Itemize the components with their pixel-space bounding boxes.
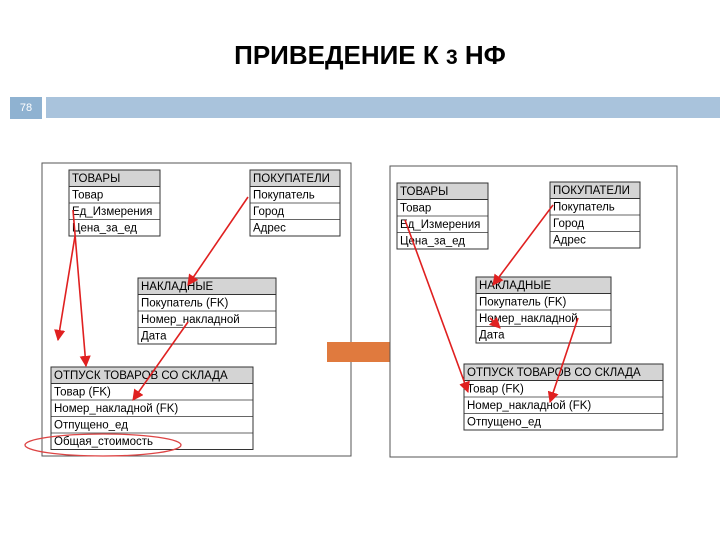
table-field: Адрес — [253, 223, 286, 235]
table-field: Покупатель — [253, 190, 315, 202]
after-relationship-arrows — [404, 204, 579, 404]
table-field: Покупатель — [553, 202, 615, 214]
table-title: ТОВАРЫ — [400, 186, 448, 198]
header-bar — [46, 97, 720, 118]
table-field: Дата — [141, 331, 167, 343]
title-suffix: НФ — [457, 40, 506, 70]
table-field: Номер_накладной (FK) — [54, 403, 178, 415]
table-title: НАКЛАДНЫЕ — [141, 281, 214, 293]
table-field: Ед_Измерения — [72, 206, 152, 218]
table-title: ОТПУСК ТОВАРОВ СО СКЛАДА — [54, 370, 228, 382]
slide-title: ПРИВЕДЕНИЕ К 3 НФ — [0, 40, 720, 71]
table-field: Ед_Измерения — [400, 219, 480, 231]
table-field: Покупатель (FK) — [141, 298, 229, 310]
arrow-tovary-to-otpusk-after — [404, 219, 470, 394]
arrow-nakladnye-to-otpusk-after — [547, 317, 579, 404]
title-number: 3 — [445, 46, 458, 69]
table-title: ПОКУПАТЕЛИ — [553, 185, 630, 197]
table-field: Товар — [72, 190, 103, 202]
table-field: Товар (FK) — [54, 387, 111, 399]
table-field: Покупатель (FK) — [479, 297, 567, 309]
table-field: Цена_за_ед — [400, 236, 465, 248]
table-field: Отпущено_ед — [54, 420, 128, 432]
arrow-pokupateli-to-nakladnye-after — [492, 204, 554, 286]
table-field: Номер_накладной (FK) — [467, 400, 591, 412]
arrow-nakladnye-to-otpusk — [132, 321, 189, 401]
arrow-pokupateli-to-nakladnye — [187, 196, 249, 286]
table-field: Товар — [400, 203, 431, 215]
table-field: Общая_стоимость — [54, 436, 153, 448]
table-field: Адрес — [553, 235, 586, 247]
table-field: Дата — [479, 330, 505, 342]
arrow-tovary-to-otpusk — [72, 209, 91, 368]
table-title: НАКЛАДНЫЕ — [479, 280, 552, 292]
slide-number: 78 — [10, 97, 42, 119]
entity-table: НАКЛАДНЫЕ Покупатель (FK) Номер_накладнойД… — [137, 277, 277, 345]
table-title: ТОВАРЫ — [72, 173, 120, 185]
removed-field-highlight — [24, 433, 182, 457]
arrow-nakladnye-to-otpusk-after-2 — [488, 316, 501, 329]
entity-table: НАКЛАДНЫЕ Покупатель (FK) Номер_накладнойД… — [475, 276, 612, 344]
table-field: Отпущено_ед — [467, 417, 541, 429]
entity-table: ОТПУСК ТОВАРОВ СО СКЛАДА Товар (FK) Номер_… — [50, 366, 254, 450]
table-field: Город — [553, 218, 584, 230]
table-field: Номер_накладной — [141, 314, 240, 326]
table-field: Город — [253, 206, 284, 218]
table-title: ПОКУПАТЕЛИ — [253, 173, 330, 185]
title-text: ПРИВЕДЕНИЕ К — [234, 40, 446, 70]
arrow-tovary-to-otpusk-extra — [54, 235, 76, 342]
table-title: ОТПУСК ТОВАРОВ СО СКЛАДА — [467, 367, 641, 379]
table-field: Товар (FK) — [467, 384, 524, 396]
table-field: Номер_накладной — [479, 313, 578, 325]
table-field: Цена_за_ед — [72, 223, 137, 235]
before-relationship-arrows — [54, 196, 249, 401]
entity-table: ОТПУСК ТОВАРОВ СО СКЛАДА Товар (FK) Номер_… — [463, 363, 664, 431]
